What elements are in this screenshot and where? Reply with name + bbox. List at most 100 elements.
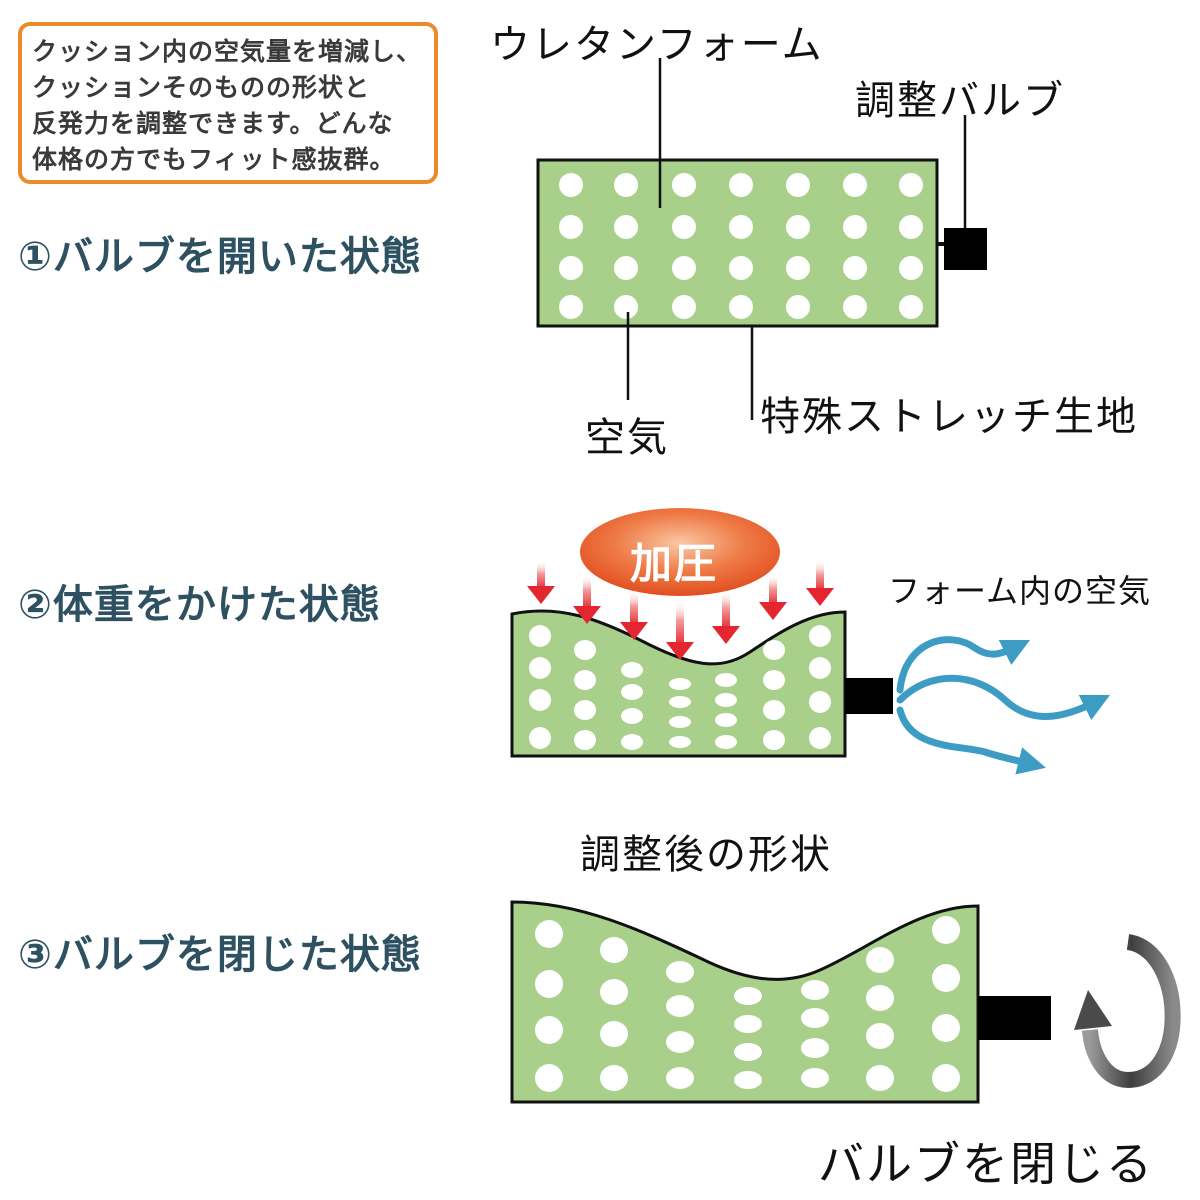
air-bubble bbox=[729, 215, 753, 239]
air-bubble bbox=[559, 256, 583, 280]
air-bubble bbox=[529, 689, 551, 711]
diagram-open-valve bbox=[536, 58, 987, 420]
valve-1 bbox=[944, 228, 987, 270]
air-bubble bbox=[729, 173, 753, 197]
air-bubble bbox=[763, 670, 785, 690]
note-line: クッション内の空気量を増減し、 bbox=[32, 37, 423, 66]
air-bubble bbox=[669, 678, 691, 690]
air-bubble bbox=[672, 256, 696, 280]
air-dots-1 bbox=[559, 173, 923, 319]
air-dots-3 bbox=[535, 916, 960, 1092]
air-bubble bbox=[669, 696, 691, 708]
air-bubble bbox=[899, 295, 923, 319]
air-bubble bbox=[786, 215, 810, 239]
air-bubble bbox=[899, 215, 923, 239]
air-bubble bbox=[801, 980, 829, 1000]
air-bubble bbox=[801, 1008, 829, 1028]
air-bubble bbox=[600, 1065, 628, 1091]
air-bubble bbox=[535, 1016, 563, 1044]
air-flow-arrows bbox=[896, 636, 1111, 775]
valve-3 bbox=[978, 996, 1051, 1040]
rotate-arrow-head bbox=[1074, 990, 1112, 1030]
air-flow-arrow-1 bbox=[896, 636, 1031, 694]
air-bubble bbox=[843, 295, 867, 319]
air-bubble bbox=[809, 625, 831, 647]
air-bubble bbox=[729, 256, 753, 280]
state-title-weight: ②体重をかけた状態 bbox=[18, 582, 381, 628]
air-bubble bbox=[535, 970, 563, 998]
air-bubble bbox=[843, 173, 867, 197]
air-bubble bbox=[763, 640, 785, 660]
air-bubble bbox=[529, 727, 551, 749]
air-bubble bbox=[801, 1068, 829, 1088]
air-bubble bbox=[801, 1038, 829, 1058]
pressure-arrow-head bbox=[573, 606, 601, 624]
air-bubble bbox=[809, 657, 831, 679]
air-bubble bbox=[786, 295, 810, 319]
pressure-arrow-shaft bbox=[583, 574, 591, 610]
air-bubble bbox=[600, 937, 628, 963]
air-bubble bbox=[866, 1023, 894, 1049]
air-bubble bbox=[932, 916, 960, 944]
air-bubble bbox=[621, 708, 643, 724]
state-title-closed: ③バルブを閉じた状態 bbox=[18, 932, 422, 978]
description-note: クッション内の空気量を増減し、 クッションそのものの形状と 反発力を調整できます… bbox=[18, 22, 438, 184]
label-close-valve: バルブを閉じる bbox=[818, 1137, 1154, 1191]
pressure-arrow-shaft bbox=[676, 600, 684, 646]
air-bubble bbox=[809, 727, 831, 749]
air-bubble bbox=[786, 256, 810, 280]
air-bubble bbox=[559, 173, 583, 197]
pressure-arrow-shaft bbox=[769, 574, 777, 606]
air-bubble bbox=[899, 173, 923, 197]
air-bubble bbox=[932, 964, 960, 992]
note-line: クッションそのものの形状と bbox=[32, 73, 371, 102]
air-bubble bbox=[763, 730, 785, 750]
air-bubble bbox=[672, 215, 696, 239]
air-bubble bbox=[614, 173, 638, 197]
label-valve: 調整バルブ bbox=[855, 78, 1065, 124]
label-air: 空気 bbox=[585, 415, 669, 461]
state-title-open: ①バルブを開いた状態 bbox=[18, 234, 422, 280]
air-bubble bbox=[672, 173, 696, 197]
air-bubble bbox=[666, 961, 694, 983]
air-bubble bbox=[734, 1071, 762, 1089]
air-bubble bbox=[899, 256, 923, 280]
air-bubble bbox=[715, 693, 737, 707]
pressure-arrow-shaft bbox=[630, 590, 638, 626]
pressure-arrow-head bbox=[759, 602, 787, 620]
air-bubble bbox=[866, 1065, 894, 1091]
air-bubble bbox=[666, 995, 694, 1017]
air-bubble bbox=[672, 295, 696, 319]
note-line: 体格の方でもフィット感抜群。 bbox=[32, 145, 396, 174]
air-bubble bbox=[621, 734, 643, 750]
air-flow-arrow-3 bbox=[896, 706, 1046, 775]
label-foam-air: フォーム内の空気 bbox=[888, 572, 1152, 610]
pressure-arrow-head bbox=[712, 626, 740, 644]
air-bubble bbox=[843, 215, 867, 239]
pressure-arrows bbox=[527, 560, 834, 660]
pressure-arrow-shaft bbox=[537, 560, 545, 590]
air-bubble bbox=[559, 215, 583, 239]
pressure-arrow-head bbox=[527, 586, 555, 604]
air-bubble bbox=[614, 295, 638, 319]
air-bubble bbox=[734, 1043, 762, 1061]
air-bubble bbox=[535, 1064, 563, 1092]
air-bubble bbox=[621, 662, 643, 678]
air-bubble bbox=[559, 295, 583, 319]
pressure-arrow-shaft bbox=[816, 560, 824, 592]
air-bubble bbox=[763, 700, 785, 720]
air-bubble bbox=[574, 700, 596, 720]
air-bubble bbox=[529, 625, 551, 647]
air-bubble bbox=[574, 670, 596, 690]
air-bubble bbox=[666, 1067, 694, 1089]
air-bubble bbox=[809, 691, 831, 713]
air-bubble bbox=[600, 1021, 628, 1047]
pressure-arrow-shaft bbox=[722, 590, 730, 630]
air-bubble bbox=[843, 256, 867, 280]
diagram-closed-valve bbox=[510, 900, 1181, 1104]
pressure-bubble bbox=[580, 508, 780, 596]
label-urethane-foam: ウレタンフォーム bbox=[490, 22, 824, 68]
label-pressure: 加圧 bbox=[630, 539, 719, 588]
air-bubble bbox=[734, 1015, 762, 1033]
